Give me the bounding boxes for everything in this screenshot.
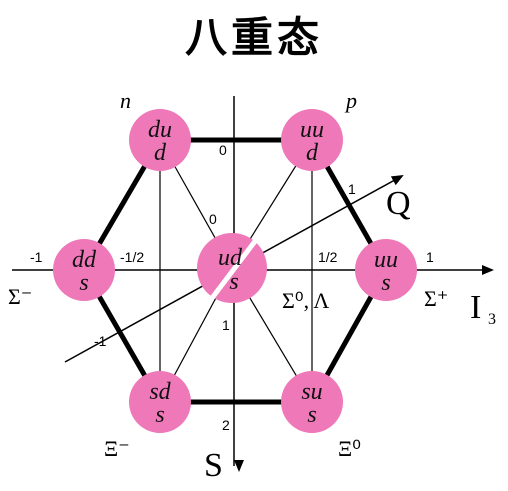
diagram-title: 八重态 — [184, 13, 323, 62]
q-axis-label: Q — [386, 185, 411, 222]
quarks-p-top: uu — [300, 117, 324, 143]
label-n: n — [120, 88, 131, 113]
s-tick-1: 1 — [222, 317, 230, 333]
quarks-n-top: du — [148, 117, 172, 143]
quarks-xi-minus-top: sd — [149, 379, 171, 405]
quarks-sigma-minus-top: dd — [72, 247, 97, 273]
i3-tick-neg-half: -1/2 — [120, 249, 144, 265]
i3-axis-label: I — [470, 289, 481, 326]
label-sigma-plus: Σ⁺ — [424, 286, 448, 311]
circle-xi-minus — [129, 371, 191, 433]
quarks-xi-zero-bottom: s — [307, 402, 316, 428]
i3-tick-neg1: -1 — [30, 249, 43, 265]
q-tick-pos1: 1 — [348, 181, 356, 197]
label-xi-minus: Ξ⁻ — [104, 436, 130, 461]
quarks-n-bottom: d — [154, 140, 167, 166]
s-tick-0-upper: 0 — [219, 142, 227, 158]
label-sigma-minus: Σ⁻ — [8, 284, 32, 309]
circle-sigma-minus — [53, 239, 115, 301]
s-tick-2: 2 — [222, 417, 230, 433]
label-p: p — [344, 88, 357, 113]
circle-p — [281, 109, 343, 171]
quarks-xi-minus-bottom: s — [155, 402, 164, 428]
quarks-p-bottom: d — [306, 140, 319, 166]
i3-tick-pos1: 1 — [426, 249, 434, 265]
label-sigma-zero-lambda: Σ⁰, Λ — [282, 288, 329, 313]
q-tick-neg1: -1 — [94, 333, 107, 349]
circle-n — [129, 109, 191, 171]
quarks-sigma-minus-bottom: s — [79, 270, 88, 296]
label-xi-zero: Ξ⁰ — [338, 436, 361, 461]
quarks-center-top: ud — [218, 245, 243, 271]
quarks-center-bottom: s — [229, 269, 238, 295]
quarks-sigma-plus-bottom: s — [381, 270, 390, 296]
center-split-gap — [204, 230, 264, 308]
quarks-sigma-plus-top: uu — [374, 247, 398, 273]
i3-tick-pos-half: 1/2 — [318, 249, 338, 265]
circle-xi-zero — [281, 371, 343, 433]
quarks-xi-zero-top: su — [301, 379, 322, 405]
s-axis-label: S — [204, 447, 223, 484]
circle-sigma-plus — [355, 239, 417, 301]
i3-axis-subscript: 3 — [488, 311, 496, 328]
s-tick-0-inner: 0 — [209, 211, 217, 227]
